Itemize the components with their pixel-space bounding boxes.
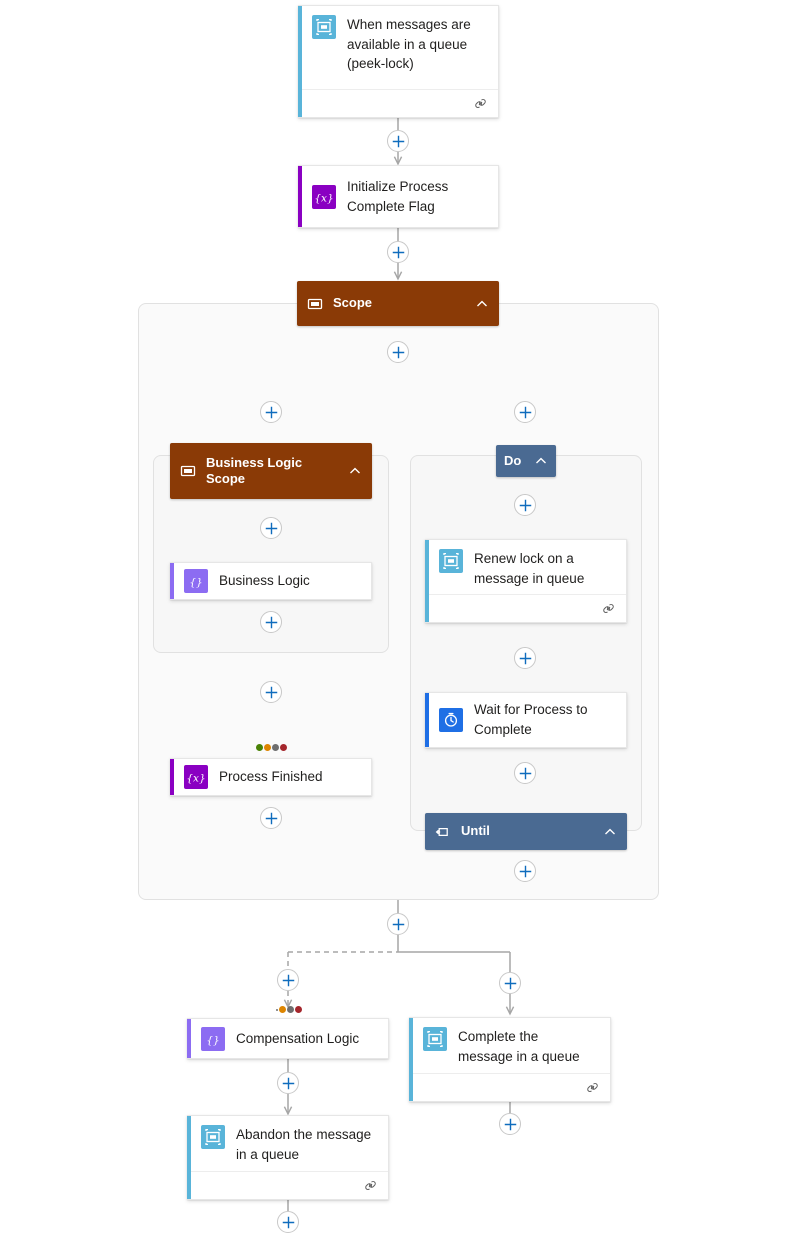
action-label: Compensation Logic [236, 1030, 360, 1046]
until-loop-footer-bar[interactable]: Until [425, 813, 627, 850]
action-label: Process Finished [219, 769, 323, 785]
action-card-process-finished[interactable]: {x} Process Finished [170, 758, 372, 796]
variable-icon: {x} [312, 184, 336, 209]
insert-step-button-compensation-branch[interactable] [277, 969, 299, 991]
connection-link-icon[interactable] [363, 1178, 378, 1193]
chevron-up-icon[interactable] [534, 454, 548, 468]
loop-icon [435, 824, 451, 840]
insert-step-button-after-complete-message[interactable] [499, 1113, 521, 1135]
service-bus-icon [439, 549, 463, 573]
action-label: Renew lock on a message in queue [474, 551, 585, 586]
insert-step-button-after-trigger[interactable] [387, 130, 409, 152]
chevron-up-icon[interactable] [475, 297, 489, 311]
insert-step-button-right-branch[interactable] [514, 401, 536, 423]
delay-icon [439, 708, 463, 732]
action-card-complete-message[interactable]: Complete the message in a queue [409, 1017, 611, 1102]
card-accent-bar [425, 540, 429, 622]
card-accent-bar [170, 563, 174, 599]
complete-message-connection-footer[interactable] [409, 1073, 610, 1101]
scope-icon [180, 463, 196, 479]
insert-step-button-after-process-finished[interactable] [260, 807, 282, 829]
action-label: Wait for Process to Complete [474, 702, 588, 737]
scope-header-label: Scope [333, 295, 373, 311]
insert-step-button-before-scope[interactable] [387, 241, 409, 263]
status-dot-skipped [287, 1006, 294, 1013]
status-dot-failed [295, 1006, 302, 1013]
insert-step-button-in-do-loop[interactable] [514, 494, 536, 516]
card-accent-bar [298, 6, 302, 117]
insert-step-button-after-compensation-logic[interactable] [277, 1072, 299, 1094]
variable-icon: {x} [184, 765, 208, 789]
svg-text:{x}: {x} [186, 773, 205, 785]
svg-text:{}: {} [189, 576, 202, 588]
card-accent-bar [187, 1019, 191, 1058]
abandon-message-connection-footer[interactable] [187, 1171, 388, 1199]
action-card-renew-lock[interactable]: Renew lock on a message in queue [425, 539, 627, 623]
status-dot-timedout [279, 1006, 286, 1013]
action-card-wait-for-process-to-complete[interactable]: Wait for Process to Complete [425, 692, 627, 748]
trigger-connection-footer[interactable] [298, 89, 498, 117]
card-accent-bar [425, 693, 429, 747]
status-dot-succeeded [256, 744, 263, 751]
compose-icon: {} [184, 569, 208, 593]
chevron-up-icon[interactable] [603, 825, 617, 839]
status-dot-failed [280, 744, 287, 751]
trigger-label: When messages are available in a queue (… [347, 17, 471, 72]
action-label: Abandon the message in a queue [236, 1127, 372, 1162]
insert-step-button-after-renew-lock[interactable] [514, 647, 536, 669]
status-dot-skipped [272, 744, 279, 751]
connection-link-icon[interactable] [585, 1080, 600, 1095]
action-card-compensation-logic[interactable]: {} Compensation Logic [187, 1018, 389, 1059]
run-after-status-dots-process-finished[interactable] [256, 744, 287, 751]
card-accent-bar [409, 1018, 413, 1101]
service-bus-icon [423, 1027, 447, 1051]
card-accent-bar [298, 166, 302, 227]
connection-link-icon[interactable] [601, 601, 616, 616]
business-logic-scope-header-label: Business Logic Scope [206, 454, 303, 486]
run-after-status-dots-compensation-logic[interactable] [276, 1006, 302, 1013]
card-accent-bar [170, 759, 174, 795]
trigger-card-when-messages-available[interactable]: When messages are available in a queue (… [298, 5, 499, 118]
action-card-abandon-message[interactable]: Abandon the message in a queue [187, 1115, 389, 1200]
insert-step-button-in-business-logic-scope[interactable] [260, 517, 282, 539]
insert-step-button-scope-last[interactable] [514, 860, 536, 882]
status-dot-marker [276, 1008, 278, 1011]
insert-step-button-before-process-finished[interactable] [260, 681, 282, 703]
service-bus-icon [201, 1125, 225, 1149]
status-dot-timedout [264, 744, 271, 751]
insert-step-button-complete-branch[interactable] [499, 972, 521, 994]
card-accent-bar [187, 1116, 191, 1199]
business-logic-scope-header-bar[interactable]: Business Logic Scope [170, 443, 372, 499]
svg-text:{x}: {x} [314, 192, 333, 204]
scope-icon [307, 296, 323, 312]
action-card-business-logic[interactable]: {} Business Logic [170, 562, 372, 600]
chevron-up-icon[interactable] [348, 464, 362, 478]
connection-link-icon[interactable] [473, 96, 488, 111]
insert-step-button-before-until[interactable] [514, 762, 536, 784]
action-card-initialize-process-complete-flag[interactable]: {x} Initialize Process Complete Flag [298, 165, 499, 228]
scope-header-bar[interactable]: Scope [297, 281, 499, 326]
insert-step-button-after-scope[interactable] [387, 913, 409, 935]
compose-icon: {} [201, 1026, 225, 1051]
insert-step-button-scope-first[interactable] [387, 341, 409, 363]
action-label: Initialize Process Complete Flag [347, 178, 449, 214]
insert-step-button-after-business-logic[interactable] [260, 611, 282, 633]
action-label: Business Logic [219, 573, 310, 589]
do-header-label: Do [504, 452, 522, 468]
action-label: Complete the message in a queue [458, 1029, 580, 1064]
insert-step-button-after-abandon-message[interactable] [277, 1211, 299, 1233]
renew-lock-connection-footer[interactable] [425, 594, 626, 622]
until-footer-label: Until [461, 823, 490, 839]
do-loop-header-bar[interactable]: Do [496, 445, 556, 477]
insert-step-button-left-branch[interactable] [260, 401, 282, 423]
service-bus-icon [312, 15, 336, 39]
svg-text:{}: {} [206, 1034, 219, 1046]
